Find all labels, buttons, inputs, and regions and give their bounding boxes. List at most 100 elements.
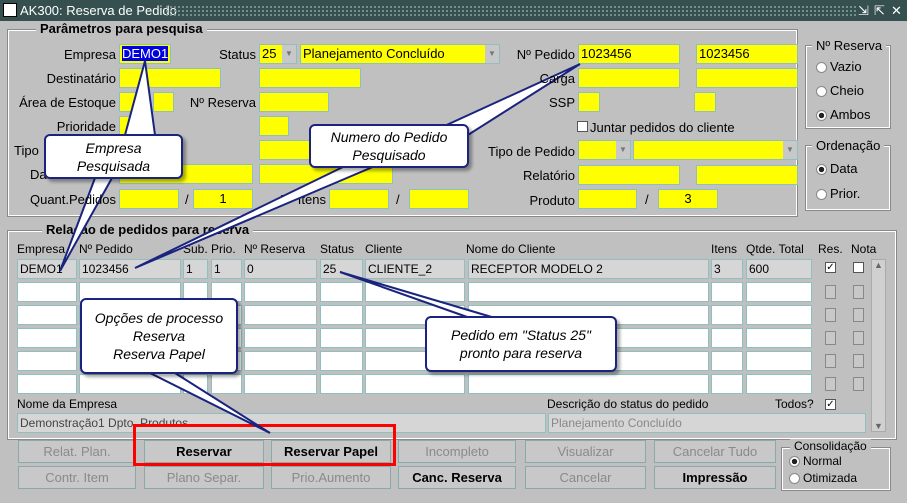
cell-empresa[interactable] — [17, 282, 77, 302]
res-checkbox[interactable]: ✓ — [825, 262, 836, 273]
cell-cliente[interactable] — [365, 374, 465, 394]
prioridade-field-2[interactable] — [259, 116, 289, 136]
status-code-select[interactable]: 25▼ — [259, 44, 297, 64]
cell-empresa[interactable] — [17, 328, 77, 348]
destinatario-desc-field[interactable] — [259, 68, 361, 88]
cell-status[interactable] — [320, 351, 363, 371]
chevron-down-icon[interactable]: ▼ — [616, 141, 630, 159]
cell-nome[interactable] — [468, 374, 709, 394]
cell-reserva[interactable] — [244, 282, 317, 302]
cell-empresa[interactable] — [17, 305, 77, 325]
cell-pedido[interactable]: 1023456 — [79, 259, 181, 279]
nitens-to-field[interactable] — [409, 189, 469, 209]
ssp-from-field[interactable] — [578, 92, 600, 112]
chevron-down-icon[interactable]: ▼ — [282, 45, 296, 63]
cell-prio[interactable]: 1 — [211, 259, 242, 279]
nreserva-field[interactable] — [259, 92, 329, 112]
cell-status[interactable] — [320, 305, 363, 325]
cell-sub[interactable]: 1 — [183, 259, 208, 279]
quant-from-field[interactable] — [119, 189, 179, 209]
cancelar-button[interactable]: Cancelar — [525, 466, 646, 489]
cell-empresa[interactable] — [17, 351, 77, 371]
radio-otimizada[interactable]: Otimizada — [789, 471, 857, 485]
minimize-icon[interactable]: ⇲ — [858, 3, 869, 18]
chevron-down-icon[interactable]: ▼ — [485, 45, 499, 63]
relatorio-to-field[interactable] — [696, 165, 798, 185]
cell-status[interactable] — [320, 328, 363, 348]
reservar-papel-button[interactable]: Reservar Papel — [271, 440, 391, 463]
tipo-pedido-select[interactable]: ▼ — [578, 140, 631, 160]
radio-normal[interactable]: Normal — [789, 454, 842, 468]
cell-reserva[interactable] — [244, 374, 317, 394]
scroll-down-icon[interactable]: ▼ — [874, 421, 883, 431]
npedido-from-field[interactable]: 1023456 — [578, 44, 680, 64]
cell-cliente[interactable]: CLIENTE_2 — [365, 259, 465, 279]
cell-reserva[interactable] — [244, 305, 317, 325]
cell-empresa[interactable] — [17, 374, 77, 394]
radio-prior[interactable]: Prior. — [816, 186, 860, 201]
plano-separ-button[interactable]: Plano Separ. — [144, 466, 264, 489]
incompleto-button[interactable]: Incompleto — [398, 440, 516, 463]
cell-itens[interactable] — [711, 282, 743, 302]
res-checkbox[interactable] — [825, 377, 836, 391]
cell-reserva[interactable]: 0 — [244, 259, 317, 279]
radio-vazio[interactable]: Vazio — [816, 59, 862, 74]
chevron-down-icon[interactable]: ▼ — [783, 141, 797, 159]
produto-to-field[interactable]: 3 — [658, 189, 718, 209]
nota-checkbox[interactable] — [853, 308, 864, 322]
cell-nome[interactable] — [468, 282, 709, 302]
ssp-to-field[interactable] — [694, 92, 716, 112]
cell-status[interactable]: 25 — [320, 259, 363, 279]
cell-reserva[interactable] — [244, 328, 317, 348]
visualizar-button[interactable]: Visualizar — [525, 440, 646, 463]
cell-itens[interactable] — [711, 351, 743, 371]
carga-to-field[interactable] — [696, 68, 798, 88]
cell-status[interactable] — [320, 374, 363, 394]
area-estoque-field-2[interactable] — [153, 92, 174, 112]
radio-ambos[interactable]: Ambos — [816, 107, 870, 122]
list-scrollbar[interactable]: ▲ ▼ — [871, 259, 886, 432]
maximize-icon[interactable]: ⇱ — [874, 3, 885, 18]
nota-checkbox[interactable] — [853, 262, 864, 273]
canc-reserva-button[interactable]: Canc. Reserva — [398, 466, 516, 489]
cell-itens[interactable] — [711, 374, 743, 394]
cancelar-tudo-button[interactable]: Cancelar Tudo — [654, 440, 776, 463]
cell-nome[interactable]: RECEPTOR MODELO 2 — [468, 259, 709, 279]
cell-itens[interactable] — [711, 305, 743, 325]
res-checkbox[interactable] — [825, 354, 836, 368]
cell-itens[interactable] — [711, 328, 743, 348]
nota-checkbox[interactable] — [853, 377, 864, 391]
scroll-up-icon[interactable]: ▲ — [874, 260, 883, 270]
contr-item-button[interactable]: Contr. Item — [18, 466, 136, 489]
cell-qtde[interactable] — [746, 328, 812, 348]
juntar-pedidos-checkbox[interactable] — [577, 121, 588, 132]
radio-cheio[interactable]: Cheio — [816, 83, 864, 98]
cell-qtde[interactable] — [746, 374, 812, 394]
quant-to-field[interactable]: 1 — [193, 189, 253, 209]
nitens-from-field[interactable] — [329, 189, 389, 209]
cell-qtde[interactable]: 600 — [746, 259, 812, 279]
status-desc-select[interactable]: Planejamento Concluído▼ — [300, 44, 500, 64]
nota-checkbox[interactable] — [853, 331, 864, 345]
res-checkbox[interactable] — [825, 285, 836, 299]
todos-checkbox[interactable]: ✓ — [825, 399, 836, 410]
npedido-to-field[interactable]: 1023456 — [696, 44, 798, 64]
prio-aumento-button[interactable]: Prio.Aumento — [271, 466, 391, 489]
cell-prio[interactable] — [211, 374, 242, 394]
cell-itens[interactable]: 3 — [711, 259, 743, 279]
relat-plan-button[interactable]: Relat. Plan. — [18, 440, 136, 463]
res-checkbox[interactable] — [825, 308, 836, 322]
cell-qtde[interactable] — [746, 282, 812, 302]
relatorio-from-field[interactable] — [578, 165, 680, 185]
cell-qtde[interactable] — [746, 305, 812, 325]
cell-qtde[interactable] — [746, 351, 812, 371]
res-checkbox[interactable] — [825, 331, 836, 345]
close-icon[interactable]: ✕ — [891, 3, 902, 18]
cell-reserva[interactable] — [244, 351, 317, 371]
radio-data[interactable]: Data — [816, 161, 857, 176]
nota-checkbox[interactable] — [853, 354, 864, 368]
carga-from-field[interactable] — [578, 68, 680, 88]
reservar-button[interactable]: Reservar — [144, 440, 264, 463]
produto-from-field[interactable] — [578, 189, 637, 209]
nota-checkbox[interactable] — [853, 285, 864, 299]
